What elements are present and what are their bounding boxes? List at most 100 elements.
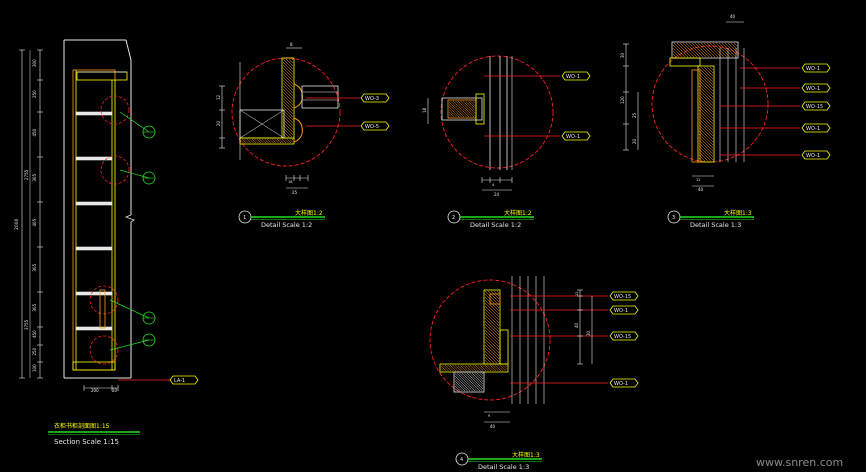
hatch-line: [672, 47, 683, 58]
material-tag-box: [561, 131, 591, 141]
material-tag-text: WO-1: [806, 86, 820, 92]
hatch-line: [484, 290, 500, 306]
material-tag: WO-1: [801, 123, 831, 133]
dim-value: 18: [288, 180, 292, 184]
hatch-line: [282, 127, 293, 138]
hatch-fill: [454, 372, 484, 392]
detail-title-cn: 大样图1:2: [295, 209, 323, 217]
hatch-line: [281, 138, 287, 144]
material-tag-box: [561, 71, 591, 81]
hatch-line: [240, 140, 244, 144]
hatch-fill: [448, 100, 476, 118]
hatch-line: [282, 94, 294, 106]
hatch-line: [698, 103, 714, 119]
section-title-cn: 衣柜书柜剖面图1:15: [54, 422, 110, 430]
hatch-line: [282, 76, 294, 88]
hatch-line: [472, 100, 476, 104]
detail-number: 2: [452, 215, 455, 221]
hatch-line: [709, 66, 714, 71]
hatch-line: [698, 112, 714, 128]
dim-value: 20: [216, 120, 221, 126]
material-tag-text: WO-1: [614, 381, 628, 387]
dim-value: 2755: [24, 169, 29, 180]
hatch-line: [254, 138, 259, 144]
hatch-line: [447, 364, 454, 372]
hatch-line: [454, 373, 473, 392]
hatch-line: [462, 364, 469, 372]
hatch-line: [472, 364, 479, 372]
dim-value: 24: [494, 192, 500, 197]
hatch-line: [698, 79, 714, 95]
hatch-line: [291, 138, 294, 141]
hatch-line: [489, 364, 497, 372]
hatch-line: [454, 375, 471, 392]
hatch-line: [484, 299, 500, 315]
material-tag-box: [609, 378, 639, 388]
hatch-line: [282, 79, 294, 91]
hatch-line: [282, 82, 294, 94]
hatch-line: [698, 148, 712, 162]
base-plinth: [72, 361, 116, 371]
hatch-line: [274, 138, 279, 144]
dim-value: 305: [32, 303, 37, 311]
detail-view-4: WO-15WO-1WO-15WO-11240309404大样图1:3Detail…: [429, 276, 639, 471]
dim-value: 25: [292, 190, 298, 195]
material-tag: WO-1: [609, 305, 639, 315]
hatch-line: [474, 372, 484, 382]
hatch-line: [449, 364, 457, 372]
material-tag: WO-1: [561, 131, 591, 141]
hatch-line: [688, 42, 704, 58]
material-tag-text: WO-1: [806, 153, 820, 159]
material-tag: WO-1: [801, 63, 831, 73]
section-view: LA-1300250450305405305305450250100200027…: [14, 39, 199, 446]
shelf-board: [75, 156, 113, 161]
hatch-line: [484, 359, 489, 364]
material-tag: WO-15: [609, 291, 639, 301]
hatch-line: [448, 104, 462, 118]
material-tag-box: [169, 375, 199, 385]
hatch-line: [282, 121, 294, 133]
hatch-line: [484, 308, 500, 324]
hatch-line: [698, 124, 714, 140]
dim-value: 250: [32, 90, 37, 98]
hatch-line: [724, 42, 738, 56]
hatch-line: [484, 314, 500, 330]
hatch-line: [718, 42, 734, 58]
hatch-line: [727, 42, 738, 53]
dim-value: 9: [488, 414, 490, 418]
dim-value: 12: [216, 94, 221, 100]
hatch-line: [282, 58, 294, 70]
hatch-fill: [672, 42, 738, 58]
hatch-line: [282, 85, 294, 97]
detail-number: 4: [460, 457, 463, 463]
hatch-line: [698, 67, 714, 83]
hatch-line: [261, 138, 267, 144]
material-tag-text: WO-5: [365, 124, 379, 130]
hatch-line: [484, 305, 500, 321]
top-cornice: [76, 71, 128, 81]
material-tag-box: [801, 101, 831, 111]
material-tag-box: [801, 83, 831, 93]
hatch-line: [698, 97, 714, 113]
rail-section: [441, 97, 483, 121]
hatch-line: [464, 372, 483, 392]
cornice-block: [301, 85, 339, 109]
hatch-line: [259, 138, 264, 144]
hatch-line: [442, 364, 449, 372]
material-tag-box: [801, 123, 831, 133]
hatch-line: [481, 372, 484, 375]
dim-value: 30: [620, 52, 625, 58]
callout-leader: [119, 169, 150, 179]
dim-value: 450: [32, 128, 37, 136]
hatch-line: [454, 380, 466, 392]
material-tag-text: WO-15: [806, 104, 823, 110]
hatch-line: [497, 364, 504, 372]
hatch-line: [698, 139, 714, 155]
hatch-fill: [440, 364, 508, 372]
dim-value: 18: [422, 107, 427, 113]
material-tag: WO-1: [801, 150, 831, 160]
hatch-line: [698, 145, 714, 161]
